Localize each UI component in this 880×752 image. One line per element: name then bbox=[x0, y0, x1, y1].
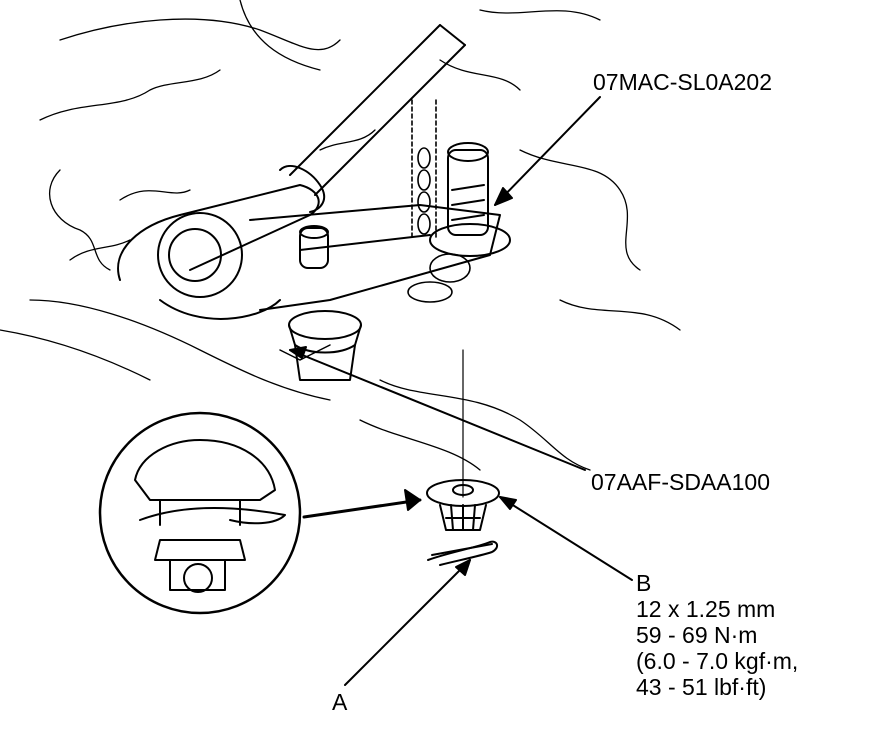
cotter-pin-a bbox=[427, 540, 498, 566]
shift-cable-rod bbox=[279, 24, 466, 213]
nut-b-callout: B 12 x 1.25 mm 59 - 69 N·m (6.0 - 7.0 kg… bbox=[636, 570, 798, 700]
shift-lever-bracket bbox=[249, 204, 501, 311]
hanging-chain bbox=[407, 99, 471, 303]
special-tool-bottom-label: 07AAF-SDAA100 bbox=[591, 469, 770, 495]
nut-b bbox=[426, 349, 500, 531]
cable-end-clevis bbox=[117, 184, 320, 320]
detail-circle bbox=[98, 411, 302, 615]
special-tool-top-label: 07MAC-SL0A202 bbox=[593, 69, 772, 95]
torque-lbfft: 43 - 51 lbf·ft) bbox=[636, 674, 767, 700]
torque-kgfm: (6.0 - 7.0 kgf·m, bbox=[636, 648, 799, 674]
leader-lines bbox=[289, 96, 633, 686]
retaining-collar bbox=[279, 310, 362, 381]
torque-nm: 59 - 69 N·m bbox=[636, 622, 758, 648]
background-engine-sketch bbox=[0, 0, 681, 471]
cotter-pin-label: A bbox=[332, 689, 348, 715]
nut-label: B bbox=[636, 570, 652, 596]
thread-spec: 12 x 1.25 mm bbox=[636, 596, 776, 622]
detail-arrow bbox=[302, 489, 422, 519]
pivot-bolt-top bbox=[429, 142, 511, 257]
